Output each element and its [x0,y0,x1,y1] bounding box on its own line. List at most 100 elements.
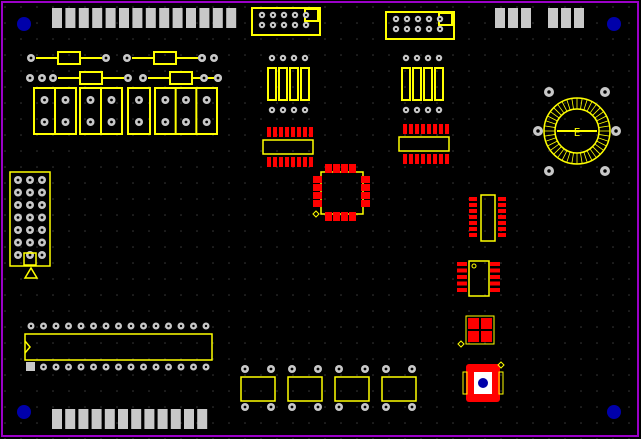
pad-hole [16,191,20,194]
pad-hole [282,23,286,27]
pad-hole [426,108,430,112]
toroid-winding [544,125,556,128]
pad-hole [28,203,32,207]
sot-package [457,260,500,297]
edge-pad [52,8,62,28]
pad-hole [40,191,44,194]
vertical-resistor-arrays [267,54,444,114]
soic-body [480,194,496,242]
edge-pad [199,8,210,28]
pad-hole [163,120,167,124]
pad-hole [92,365,95,369]
smd-pad [303,127,307,137]
smd-pad [309,127,313,137]
pad-hole [337,405,341,409]
pad-hole [270,108,274,112]
toroid-winding [566,151,571,163]
pad-hole [40,228,44,232]
dip-notch [24,340,31,354]
toroid-inductor: E [533,87,621,176]
smd-pad [457,262,467,266]
quad-pin1-marker [457,340,465,348]
mount-hole-bottom-left [17,405,31,419]
small-component [240,365,276,411]
soic-body [398,136,450,152]
toroid-winding [580,152,583,164]
dip-pin1-pad [26,362,35,371]
toroid-winding [597,120,609,125]
smd-pad [291,157,295,167]
pad-hole [269,367,273,371]
smd-pad [285,157,289,167]
smd-pad [498,221,506,225]
pad-hole [110,98,113,102]
pad-hole [316,405,320,409]
pad-hole [205,120,209,124]
pad-hole [117,365,120,369]
edge-pad [65,8,76,28]
vertical-soic [469,194,506,242]
toroid-winding [557,148,565,158]
pad-hole [281,108,285,112]
toroid-winding [561,101,568,112]
capacitor-blocks [33,87,218,135]
pad-hole [204,365,208,369]
capacitor-block [127,87,151,135]
pad-hole [547,90,551,94]
smd-pad [313,200,322,207]
smd-pad [457,275,467,279]
toroid-winding [561,150,568,161]
toroid-winding [553,146,562,155]
pad-hole [28,178,32,182]
pad-hole [40,203,44,207]
smd-pad [349,212,356,221]
pad-hole [243,405,247,409]
smd-pad [457,268,467,273]
pad-hole [16,178,20,182]
pad-hole [416,17,420,21]
pad-hole [28,253,32,257]
pad-hole [292,108,296,112]
pad-hole [167,365,170,369]
smd-pad [469,227,477,231]
smd-pad [273,157,277,167]
sot-pin1-marker [471,263,477,269]
smd-pad [341,164,348,173]
long-dip-chip [24,322,213,371]
pad-hole [40,253,44,257]
toroid-winding [594,143,604,151]
pin-header-top-right [385,11,455,40]
pad-hole [89,120,92,124]
pad-hole [43,120,46,124]
pad-hole [614,129,618,133]
capacitor-block [33,87,77,135]
edge-pad [197,409,208,429]
pad-hole [202,76,206,80]
edge-pad [159,8,170,28]
pad-hole [42,365,45,369]
resistor [49,71,132,85]
smd-pad [469,221,477,225]
pad-hole [40,178,44,182]
pad-hole [79,365,83,369]
smd-pad [267,127,271,137]
crystal-part [462,361,505,402]
pad-hole [426,56,430,60]
smd-pad [439,154,443,164]
pad-hole [40,76,44,80]
smd-pad [313,184,322,191]
edge-pad [118,409,128,429]
smd-pad [457,281,467,286]
pad-hole [64,120,67,124]
pad-hole [438,27,442,31]
resistor-body [57,51,81,65]
smd-pad [409,124,413,134]
smd-pad [341,212,348,221]
pad-hole [184,120,188,124]
pin-grid-connector [9,171,51,279]
smd-pad [361,176,370,183]
edge-pad [212,8,223,28]
resistor-body [79,71,103,85]
pad-hole [536,129,540,133]
toroid-winding [586,101,593,112]
